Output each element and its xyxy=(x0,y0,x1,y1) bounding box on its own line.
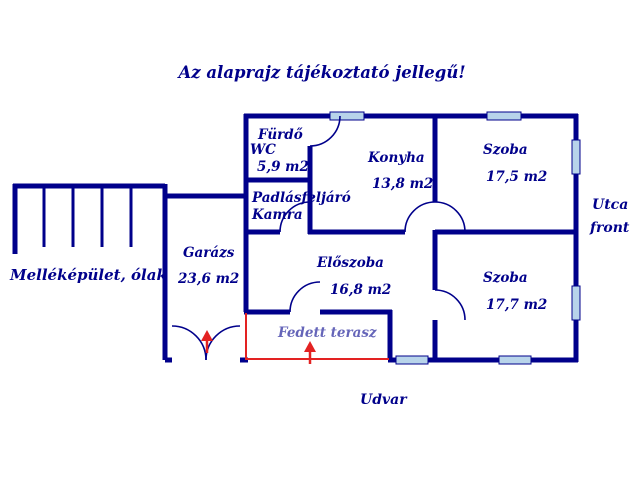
room-label-furdo: Fürdő xyxy=(257,127,303,143)
outbuilding-walls xyxy=(12,183,165,254)
room-label-terasz: Fedett terasz xyxy=(277,325,377,341)
garage-door-right-arc xyxy=(205,325,241,361)
room-area-furdo: 5,9 m2 xyxy=(257,159,309,175)
room-label-szoba-also: Szoba xyxy=(483,270,528,286)
entrance-arrows xyxy=(201,330,316,364)
upper-room-side-window xyxy=(571,139,581,175)
room-area-szoba-also: 17,7 m2 xyxy=(486,297,547,313)
label-utca: Utca xyxy=(592,197,628,213)
garage-entrance-arrow xyxy=(201,330,213,353)
kitchen-door-arc xyxy=(404,201,436,233)
garage-door-left-arc xyxy=(171,325,207,361)
lower-room-side-window xyxy=(571,285,581,321)
label-kamra: Kamra xyxy=(251,207,303,223)
labels: Az alaprajz tájékoztató jellegű! Fürdő W… xyxy=(9,63,630,408)
pantry-door-arc xyxy=(279,201,311,233)
kitchen-window xyxy=(329,111,365,121)
terrace-entrance-arrow xyxy=(304,341,316,364)
windows xyxy=(329,111,581,365)
room-area-garazs: 23,6 m2 xyxy=(177,271,239,287)
terrace-entry-door-arc xyxy=(289,281,321,313)
lower-room-door-arc xyxy=(434,289,466,321)
room-label-garazs: Garázs xyxy=(183,245,235,261)
terrace-outline xyxy=(245,313,389,360)
plan-title: Az alaprajz tájékoztató jellegű! xyxy=(176,63,465,82)
room-label-szoba-felso: Szoba xyxy=(483,142,528,158)
label-mellekepulet: Melléképület, ólak xyxy=(9,266,167,284)
room-area-konyha: 13,8 m2 xyxy=(372,176,433,192)
room-label-konyha: Konyha xyxy=(367,150,425,166)
lower-room-window xyxy=(498,355,532,365)
hall-window xyxy=(395,355,429,365)
bathroom-door-arc xyxy=(309,115,341,147)
upper-room-door-arc xyxy=(434,201,466,233)
label-front: front xyxy=(589,220,630,236)
label-udvar: Udvar xyxy=(360,392,408,408)
room-label-eloszoba: Előszoba xyxy=(316,255,384,271)
doors xyxy=(171,115,466,361)
room-area-eloszoba: 16,8 m2 xyxy=(330,282,391,298)
upper-room-window xyxy=(486,111,522,121)
room-area-szoba-felso: 17,5 m2 xyxy=(486,169,547,185)
room-label-wc: WC xyxy=(250,142,276,158)
label-padlasfeljaro: Padlásfeljáró xyxy=(251,190,351,206)
